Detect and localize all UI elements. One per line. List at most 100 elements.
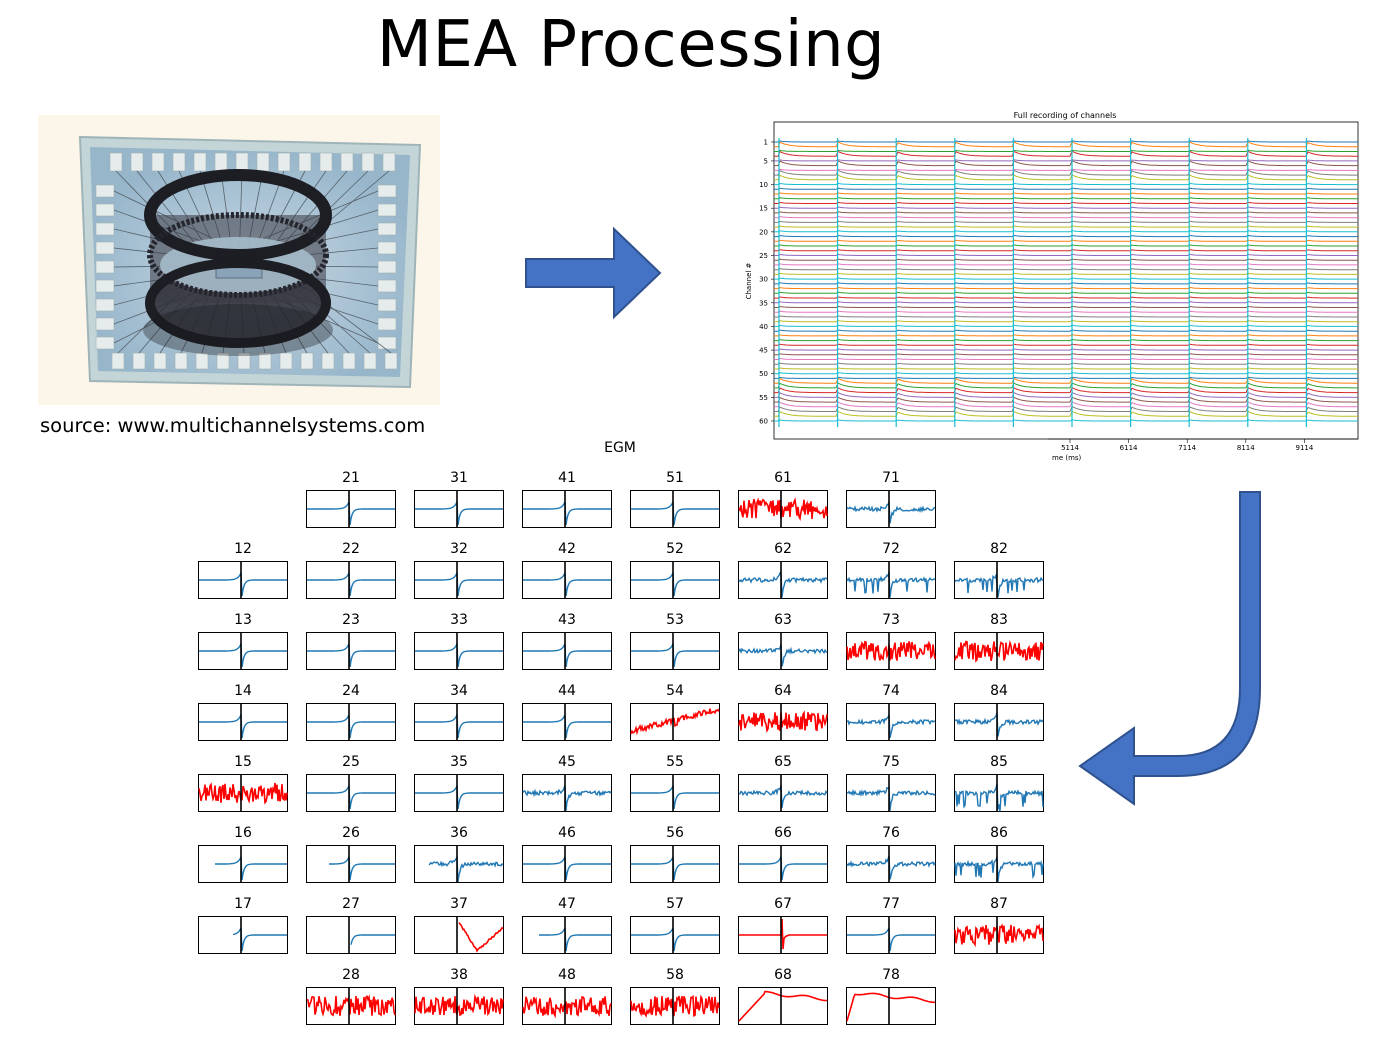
egm-channel-plot bbox=[954, 916, 1044, 954]
egm-channel-plot bbox=[846, 490, 936, 528]
egm-channel-label: 86 bbox=[990, 825, 1008, 841]
egm-trace bbox=[954, 856, 1044, 882]
egm-channel-label: 33 bbox=[450, 612, 468, 628]
egm-channel-label: 78 bbox=[882, 967, 900, 983]
egm-trace bbox=[954, 639, 1044, 663]
egm-channel-plot bbox=[954, 703, 1044, 741]
recording-y-tick-label: 50 bbox=[759, 370, 768, 378]
recording-y-tick-label: 55 bbox=[759, 394, 768, 402]
egm-trace bbox=[631, 643, 719, 668]
egm-trace bbox=[522, 996, 612, 1019]
egm-trace bbox=[307, 714, 395, 739]
egm-trace bbox=[630, 708, 720, 736]
recording-y-tick-label: 40 bbox=[759, 323, 768, 331]
egm-channel-plot bbox=[198, 916, 288, 954]
egm-channel-plot bbox=[522, 561, 612, 599]
egm-channel-label: 13 bbox=[234, 612, 252, 628]
egm-trace bbox=[738, 497, 828, 522]
egm-channel-label: 36 bbox=[450, 825, 468, 841]
egm-channel-plot bbox=[522, 703, 612, 741]
egm-trace bbox=[846, 785, 936, 811]
source-caption: source: www.multichannelsystems.com bbox=[40, 414, 426, 437]
egm-channel-label: 85 bbox=[990, 754, 1008, 770]
egm-channel-plot bbox=[738, 845, 828, 883]
egm-channel-label: 63 bbox=[774, 612, 792, 628]
egm-trace bbox=[199, 643, 287, 668]
egm-channel-plot bbox=[414, 845, 504, 883]
egm-trace bbox=[954, 923, 1044, 948]
egm-channel-plot bbox=[954, 845, 1044, 883]
egm-trace bbox=[307, 785, 395, 810]
egm-channel-plot bbox=[414, 703, 504, 741]
egm-channel-label: 54 bbox=[666, 683, 684, 699]
egm-channel-label: 84 bbox=[990, 683, 1008, 699]
egm-channel-label: 77 bbox=[882, 896, 900, 912]
egm-trace bbox=[846, 501, 936, 524]
egm-trace bbox=[428, 854, 504, 882]
egm-channel-label: 58 bbox=[666, 967, 684, 983]
egm-channel-plot bbox=[306, 703, 396, 741]
egm-trace bbox=[739, 918, 827, 950]
egm-channel-plot bbox=[846, 987, 936, 1025]
egm-trace bbox=[415, 572, 503, 597]
egm-channel-plot bbox=[414, 774, 504, 812]
egm-channel-plot bbox=[738, 632, 828, 670]
recording-y-tick-label: 25 bbox=[759, 252, 768, 260]
egm-channel-label: 17 bbox=[234, 896, 252, 912]
egm-trace bbox=[523, 572, 611, 597]
egm-trace bbox=[415, 785, 503, 810]
egm-trace bbox=[846, 714, 936, 738]
egm-trace bbox=[522, 785, 612, 811]
egm-channel-plot bbox=[306, 916, 396, 954]
egm-channel-plot bbox=[954, 774, 1044, 812]
egm-channel-label: 31 bbox=[450, 470, 468, 486]
egm-trace bbox=[523, 714, 611, 739]
egm-channel-label: 22 bbox=[342, 541, 360, 557]
recording-ylabel: Channel # bbox=[745, 262, 753, 299]
egm-channel-label: 24 bbox=[342, 683, 360, 699]
egm-channel-label: 65 bbox=[774, 754, 792, 770]
egm-channel-plot bbox=[954, 632, 1044, 670]
egm-channel-label: 21 bbox=[342, 470, 360, 486]
egm-trace bbox=[199, 572, 287, 597]
egm-channel-label: 66 bbox=[774, 825, 792, 841]
egm-channel-plot bbox=[630, 632, 720, 670]
egm-channel-label: 48 bbox=[558, 967, 576, 983]
egm-trace bbox=[847, 927, 935, 952]
hook-arrow-icon bbox=[1074, 488, 1266, 810]
recording-title: Full recording of channels bbox=[1014, 111, 1117, 120]
egm-trace bbox=[846, 640, 936, 661]
egm-channel-label: 44 bbox=[558, 683, 576, 699]
egm-channel-plot bbox=[846, 845, 936, 883]
egm-channel-label: 53 bbox=[666, 612, 684, 628]
egm-trace bbox=[415, 501, 503, 526]
egm-channel-plot bbox=[522, 774, 612, 812]
egm-trace bbox=[631, 501, 719, 526]
recording-y-tick-label: 10 bbox=[759, 181, 768, 189]
right-arrow-icon bbox=[522, 225, 667, 321]
mea-chip-photo bbox=[38, 115, 440, 405]
egm-channel-plot bbox=[414, 987, 504, 1025]
egm-title: EGM bbox=[604, 440, 636, 456]
egm-channel-plot bbox=[738, 987, 828, 1025]
egm-channel-plot bbox=[738, 703, 828, 741]
egm-channel-plot bbox=[846, 703, 936, 741]
egm-channel-plot bbox=[414, 490, 504, 528]
egm-channel-label: 32 bbox=[450, 541, 468, 557]
egm-trace bbox=[307, 572, 395, 597]
egm-trace bbox=[739, 856, 827, 881]
egm-trace bbox=[415, 714, 503, 739]
egm-channel-plot bbox=[198, 561, 288, 599]
egm-trace bbox=[307, 643, 395, 668]
egm-channel-label: 34 bbox=[450, 683, 468, 699]
egm-channel-label: 46 bbox=[558, 825, 576, 841]
egm-channel-label: 16 bbox=[234, 825, 252, 841]
egm-trace bbox=[631, 856, 719, 881]
egm-channel-label: 41 bbox=[558, 470, 576, 486]
egm-trace bbox=[350, 934, 395, 945]
egm-channel-label: 74 bbox=[882, 683, 900, 699]
egm-channel-label: 37 bbox=[450, 896, 468, 912]
egm-channel-plot bbox=[846, 632, 936, 670]
egm-channel-plot bbox=[522, 987, 612, 1025]
